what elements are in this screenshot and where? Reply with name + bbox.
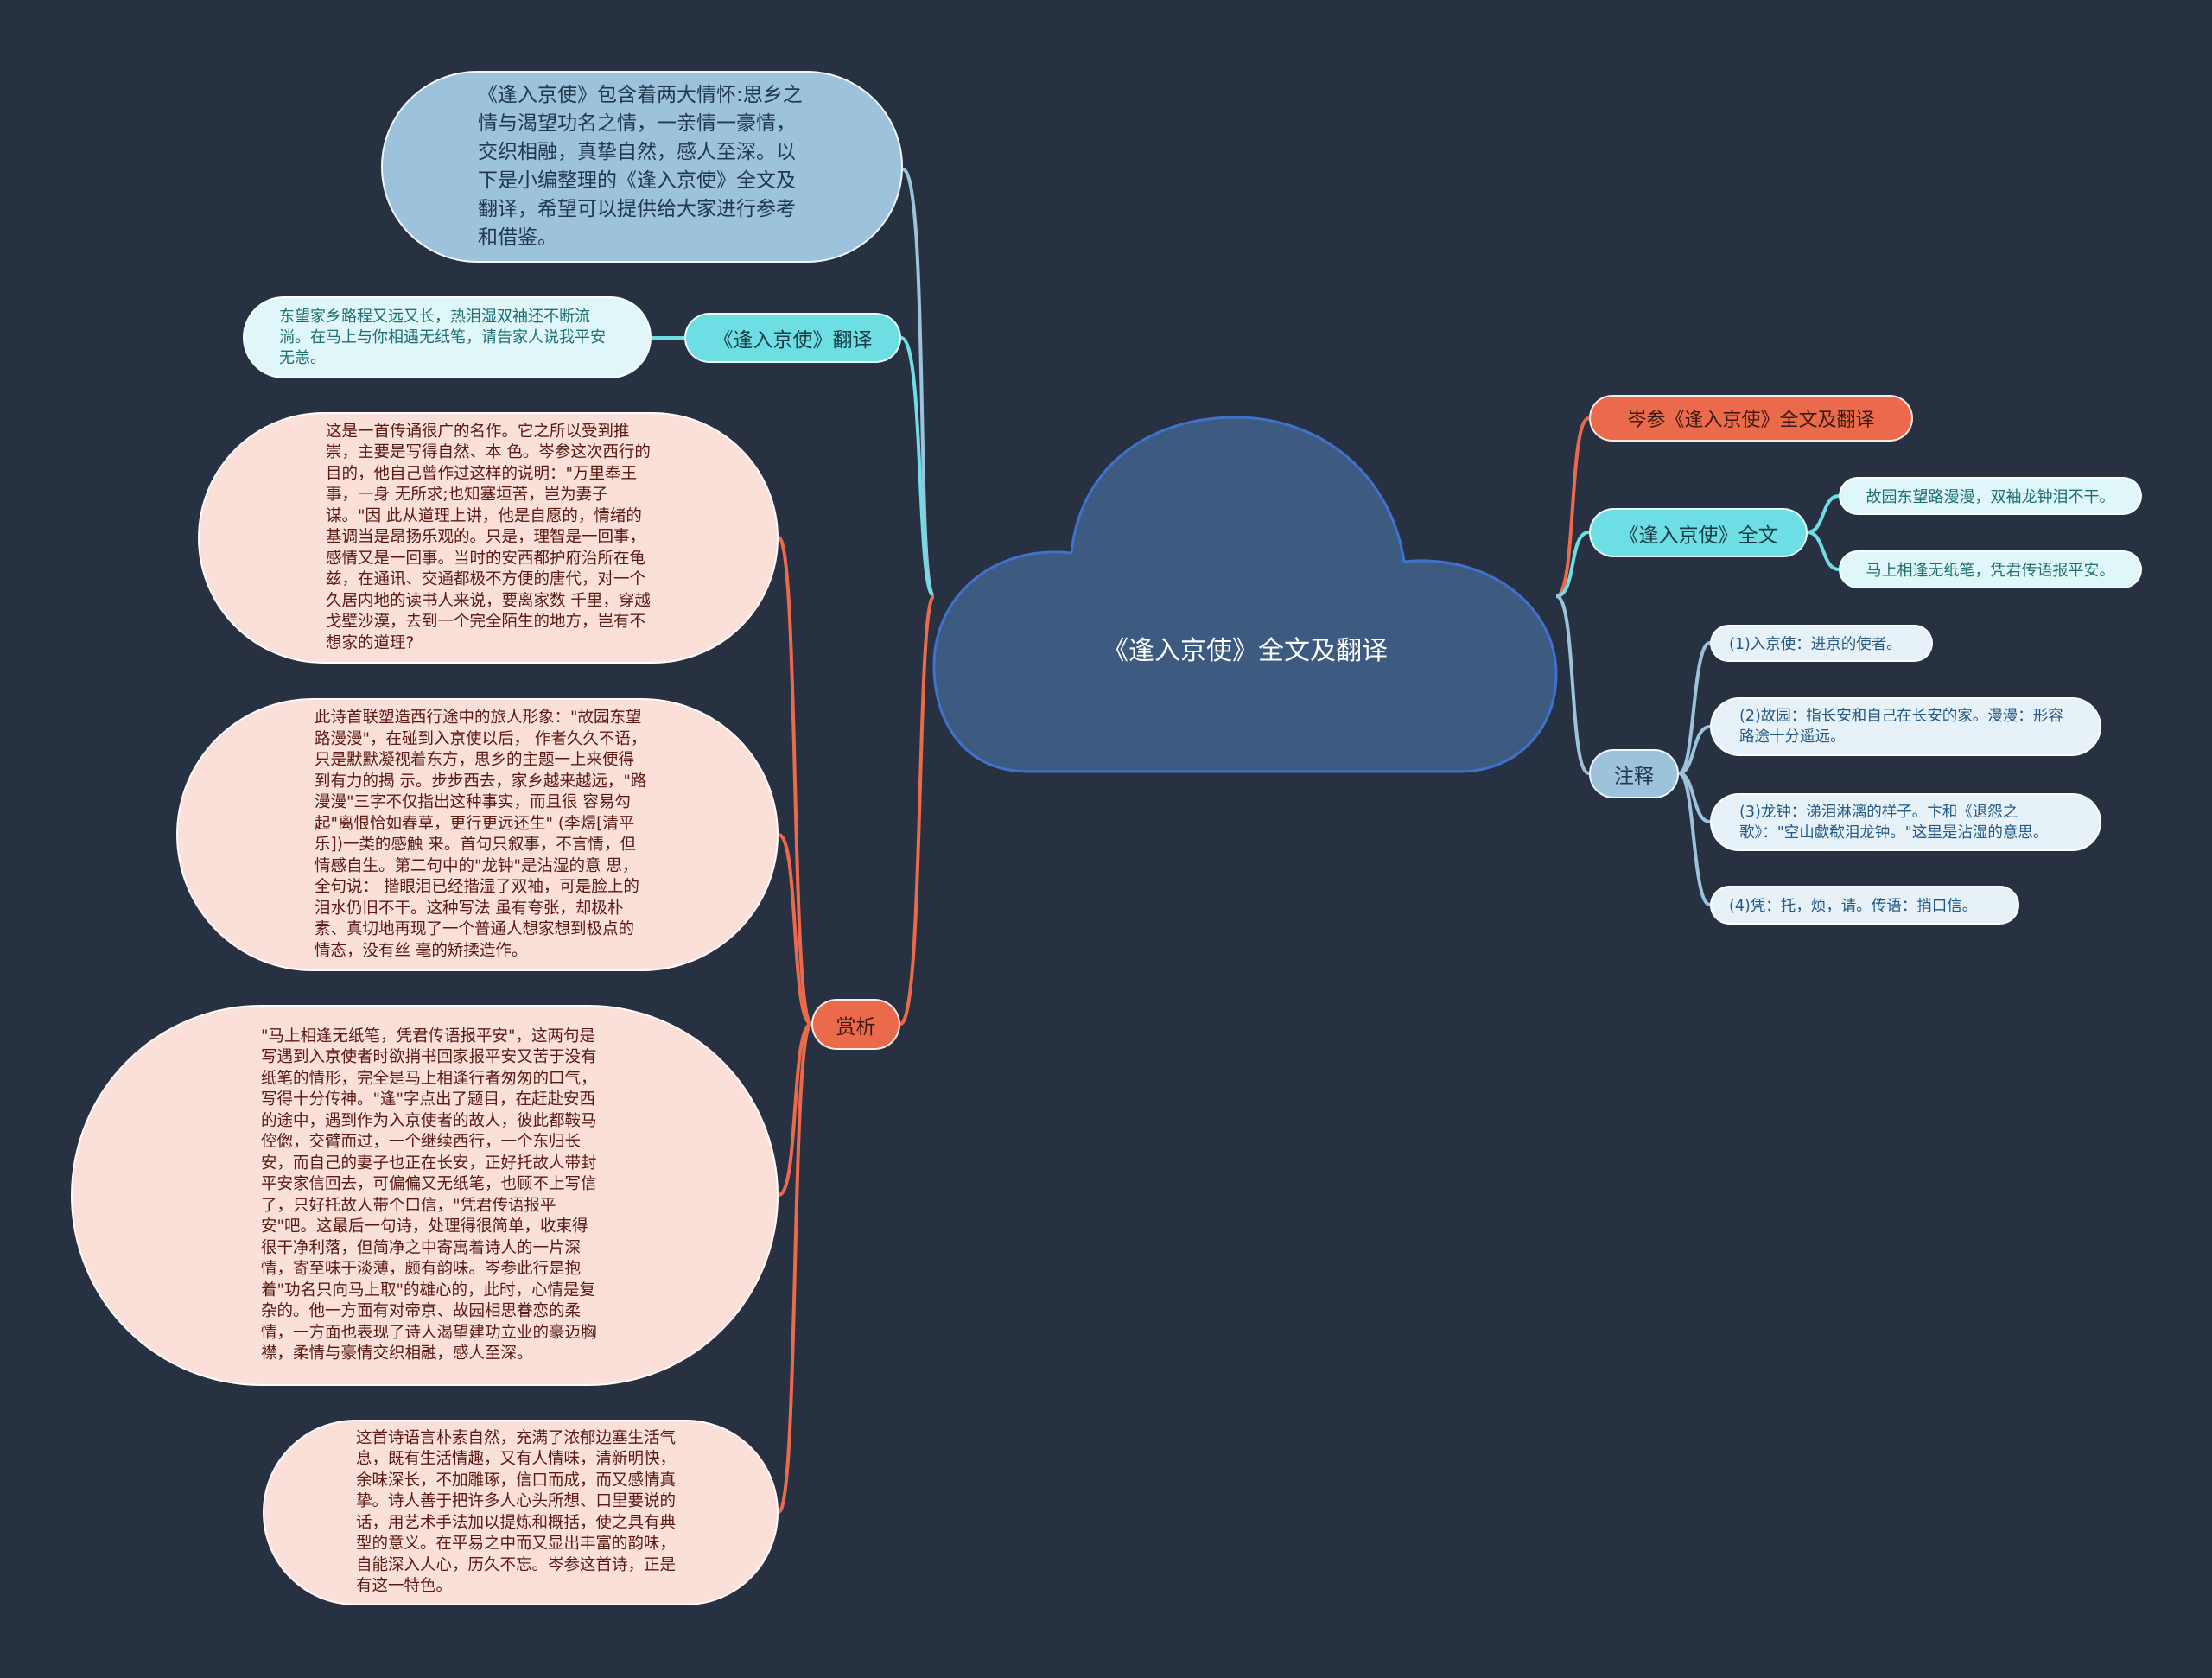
translation-node[interactable]: 《逢入京使》翻译	[684, 313, 901, 363]
note-text: (1)入京使：进京的使者。	[1729, 636, 1902, 653]
translation-label: 《逢入京使》翻译	[713, 329, 873, 352]
note-text: (4)凭：托，烦，请。传语：捎口信。	[1729, 898, 1978, 915]
notes-label: 注释	[1614, 765, 1654, 788]
translation-text: 东望家乡路程又远又长，热泪湿双袖还不断流淌。在马上与你相遇无纸笔，请告家人说我平…	[279, 307, 606, 367]
appreciation-text: "马上相逢无纸笔，凭君传语报平安"，这两句是写遇到入京使者时欲捎书回家报平安又苦…	[261, 1027, 597, 1363]
title-node-label: 岑参《逢入京使》全文及翻译	[1627, 410, 1875, 431]
poem-line-text: 马上相逢无纸笔，凭君传语报平安。	[1866, 562, 2115, 580]
root-cloud-shape	[932, 416, 1558, 773]
note-item[interactable]: (3)龙钟：涕泪淋漓的样子。卞和《退怨之歌》："空山歔欷泪龙钟。"这里是沾湿的意…	[1710, 793, 2101, 851]
note-item[interactable]: (4)凭：托，烦，请。传语：捎口信。	[1710, 886, 2019, 925]
appreciation-label: 赏析	[836, 1015, 876, 1039]
fulltext-node[interactable]: 《逢入京使》全文	[1589, 508, 1808, 557]
note-item[interactable]: (1)入京使：进京的使者。	[1710, 625, 1933, 662]
intro-node[interactable]: 《逢入京使》包含着两大情怀:思乡之情与渴望功名之情，一亲情一豪情，交织相融，真挚…	[381, 71, 903, 263]
note-text: (2)故园：指长安和自己在长安的家。漫漫：形容路途十分遥远。	[1739, 708, 2063, 746]
poem-line-text: 故园东望路漫漫，双袖龙钟泪不干。	[1866, 488, 2115, 506]
appreciation-node[interactable]: 赏析	[811, 999, 900, 1050]
appreciation-item[interactable]: 此诗首联塑造西行途中的旅人形象："故园东望路漫漫"，在碰到入京使以后， 作者久久…	[176, 698, 779, 971]
translation-text-node[interactable]: 东望家乡路程又远又长，热泪湿双袖还不断流淌。在马上与你相遇无纸笔，请告家人说我平…	[243, 296, 652, 378]
appreciation-item[interactable]: 这是一首传诵很广的名作。它之所以受到推崇，主要是写得自然、本 色。岑参这次西行的…	[198, 412, 779, 664]
root-node[interactable]: 《逢入京使》全文及翻译	[1020, 605, 1470, 691]
poem-line[interactable]: 马上相逢无纸笔，凭君传语报平安。	[1839, 550, 2142, 588]
note-item[interactable]: (2)故园：指长安和自己在长安的家。漫漫：形容路途十分遥远。	[1710, 697, 2101, 756]
poem-line[interactable]: 故园东望路漫漫，双袖龙钟泪不干。	[1839, 477, 2142, 515]
appreciation-text: 这是一首传诵很广的名作。它之所以受到推崇，主要是写得自然、本 色。岑参这次西行的…	[326, 422, 651, 652]
notes-node[interactable]: 注释	[1589, 749, 1679, 798]
appreciation-item[interactable]: 这首诗语言朴素自然，充满了浓郁边塞生活气息，既有生活情趣，又有人情味，清新明快，…	[263, 1420, 779, 1605]
appreciation-text: 此诗首联塑造西行途中的旅人形象："故园东望路漫漫"，在碰到入京使以后， 作者久久…	[315, 709, 647, 960]
fulltext-label: 《逢入京使》全文	[1618, 524, 1778, 547]
appreciation-text: 这首诗语言朴素自然，充满了浓郁边塞生活气息，既有生活情趣，又有人情味，清新明快，…	[356, 1428, 677, 1596]
appreciation-item[interactable]: "马上相逢无纸笔，凭君传语报平安"，这两句是写遇到入京使者时欲捎书回家报平安又苦…	[71, 1005, 779, 1386]
note-text: (3)龙钟：涕泪淋漓的样子。卞和《退怨之歌》："空山歔欷泪龙钟。"这里是沾湿的意…	[1739, 803, 2049, 842]
root-title: 《逢入京使》全文及翻译	[1103, 636, 1388, 666]
intro-text: 《逢入京使》包含着两大情怀:思乡之情与渴望功名之情，一亲情一豪情，交织相融，真挚…	[478, 84, 803, 249]
title-node[interactable]: 岑参《逢入京使》全文及翻译	[1589, 395, 1913, 442]
